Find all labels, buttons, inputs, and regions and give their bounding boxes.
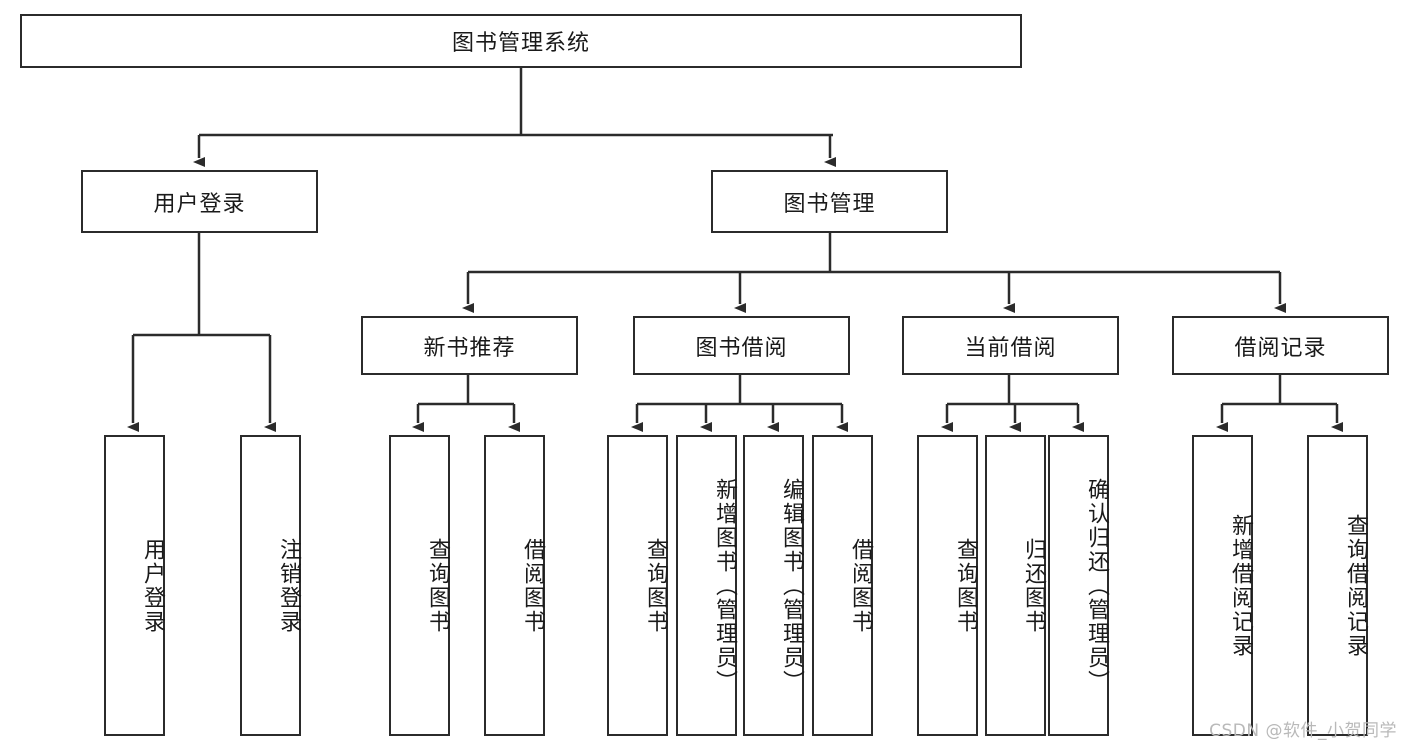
node-borrow-record-label: 借阅记录 [1234, 335, 1327, 361]
node-leaf-query-record[interactable]: 查询借阅记录 [1307, 435, 1368, 736]
node-leaf-logout[interactable]: 注销登录 [240, 435, 301, 736]
node-book-borrow[interactable]: 图书借阅 [633, 316, 850, 375]
node-user-login[interactable]: 用户登录 [81, 170, 318, 233]
node-leaf-confirm-return-label: 确认归还（管理员） [1084, 477, 1109, 694]
node-book-manage-label: 图书管理 [783, 191, 876, 217]
node-current-borrow-label: 当前借阅 [964, 335, 1057, 361]
node-leaf-query-book-1[interactable]: 查询图书 [389, 435, 450, 736]
node-leaf-add-record-label: 新增借阅记录 [1228, 513, 1253, 658]
node-book-manage[interactable]: 图书管理 [711, 170, 948, 233]
node-leaf-query-book-1-label: 查询图书 [425, 537, 450, 634]
node-leaf-return-book-label: 归还图书 [1021, 537, 1046, 634]
node-leaf-query-book-2-label: 查询图书 [643, 537, 668, 634]
node-leaf-borrow-book-1-label: 借阅图书 [520, 537, 545, 634]
node-new-book-rec[interactable]: 新书推荐 [361, 316, 578, 375]
node-leaf-query-book-3[interactable]: 查询图书 [917, 435, 978, 736]
node-leaf-query-book-2[interactable]: 查询图书 [607, 435, 668, 736]
node-leaf-add-record[interactable]: 新增借阅记录 [1192, 435, 1253, 736]
node-borrow-record[interactable]: 借阅记录 [1172, 316, 1389, 375]
node-leaf-confirm-return[interactable]: 确认归还（管理员） [1048, 435, 1109, 736]
node-book-borrow-label: 图书借阅 [695, 335, 788, 361]
node-leaf-query-record-label: 查询借阅记录 [1343, 513, 1368, 658]
node-new-book-rec-label: 新书推荐 [423, 335, 516, 361]
node-leaf-query-book-3-label: 查询图书 [953, 537, 978, 634]
node-leaf-return-book[interactable]: 归还图书 [985, 435, 1046, 736]
node-root-label: 图书管理系统 [451, 31, 590, 56]
node-root[interactable]: 图书管理系统 [20, 14, 1022, 68]
node-leaf-logout-label: 注销登录 [276, 537, 301, 634]
node-leaf-edit-book-label: 编辑图书（管理员） [779, 477, 804, 694]
watermark: CSDN @软件_小贺同学 [1209, 721, 1397, 741]
node-user-login-label: 用户登录 [153, 191, 246, 217]
node-leaf-borrow-book-2[interactable]: 借阅图书 [812, 435, 873, 736]
node-leaf-borrow-book-2-label: 借阅图书 [848, 537, 873, 634]
node-leaf-edit-book[interactable]: 编辑图书（管理员） [743, 435, 804, 736]
node-leaf-add-book-label: 新增图书（管理员） [712, 477, 737, 694]
node-leaf-add-book[interactable]: 新增图书（管理员） [676, 435, 737, 736]
node-leaf-user-login[interactable]: 用户登录 [104, 435, 165, 736]
node-current-borrow[interactable]: 当前借阅 [902, 316, 1119, 375]
node-leaf-borrow-book-1[interactable]: 借阅图书 [484, 435, 545, 736]
node-leaf-user-login-label: 用户登录 [140, 537, 165, 634]
